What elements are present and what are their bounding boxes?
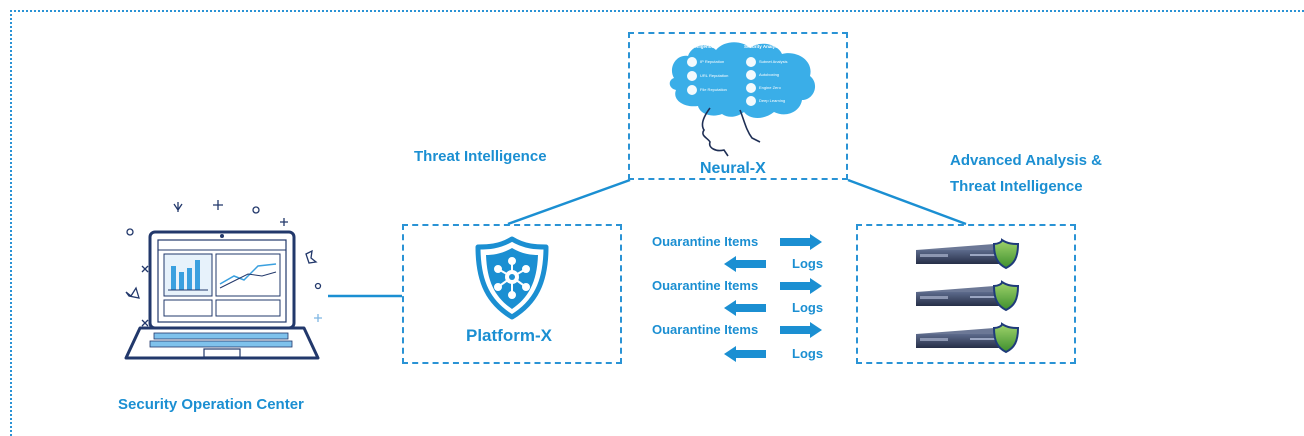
laptop-dashboard-icon bbox=[124, 200, 322, 360]
platform-box bbox=[402, 224, 622, 364]
platform-to-neural-line bbox=[507, 178, 631, 226]
logs-label: Logs bbox=[792, 300, 824, 315]
cloud-left-item: File Reputation bbox=[700, 87, 727, 92]
platform-label: Platform-X bbox=[466, 326, 552, 345]
brain-cloud-icon bbox=[669, 42, 816, 157]
threat-intelligence-label: Threat Intelligence bbox=[414, 148, 547, 165]
cloud-left-item: IP Reputation bbox=[700, 59, 725, 64]
neural-to-servers-line bbox=[847, 178, 967, 226]
logs-label: Logs bbox=[792, 346, 824, 361]
advanced-analysis-label-line2: Threat Intelligence bbox=[950, 178, 1083, 195]
arrow-right-icon bbox=[780, 278, 822, 294]
neural-brain-cloud: Threat Intelligence Security Analytics I… bbox=[664, 38, 820, 157]
cloud-right-heading: Security Analytics bbox=[744, 44, 783, 49]
quarantine-items-label: Ouarantine Items bbox=[652, 278, 759, 293]
advanced-analysis-label-line1: Advanced Analysis & bbox=[950, 152, 1102, 169]
soc-laptop bbox=[118, 196, 338, 366]
server-stack bbox=[910, 232, 1040, 356]
cloud-right-item: Engine Zero bbox=[759, 85, 781, 90]
cloud-left-item: URL Reputation bbox=[700, 73, 729, 78]
cloud-right-item: Subnet Analysis bbox=[759, 59, 788, 64]
cloud-right-item: Autoboxing bbox=[759, 72, 780, 77]
server-appliance-icon bbox=[916, 238, 1020, 354]
cloud-right-item: Deep Learning bbox=[759, 98, 786, 103]
logs-label: Logs bbox=[792, 256, 824, 271]
neural-box bbox=[628, 32, 848, 180]
arrow-right-icon bbox=[780, 234, 822, 250]
servers-box bbox=[856, 224, 1076, 364]
arrow-left-icon bbox=[724, 346, 766, 362]
neural-label: Neural-X bbox=[700, 160, 766, 177]
arrow-right-icon bbox=[780, 322, 822, 338]
quarantine-items-label: Ouarantine Items bbox=[652, 322, 759, 337]
shield-network-icon bbox=[475, 236, 549, 320]
quarantine-items-label: Ouarantine Items bbox=[652, 234, 759, 249]
soc-label: Security Operation Center bbox=[118, 396, 304, 413]
arrow-left-icon bbox=[724, 256, 766, 272]
cloud-left-heading: Threat Intelligence bbox=[674, 44, 714, 49]
arrow-left-icon bbox=[724, 300, 766, 316]
diagram-frame bbox=[10, 10, 1304, 436]
